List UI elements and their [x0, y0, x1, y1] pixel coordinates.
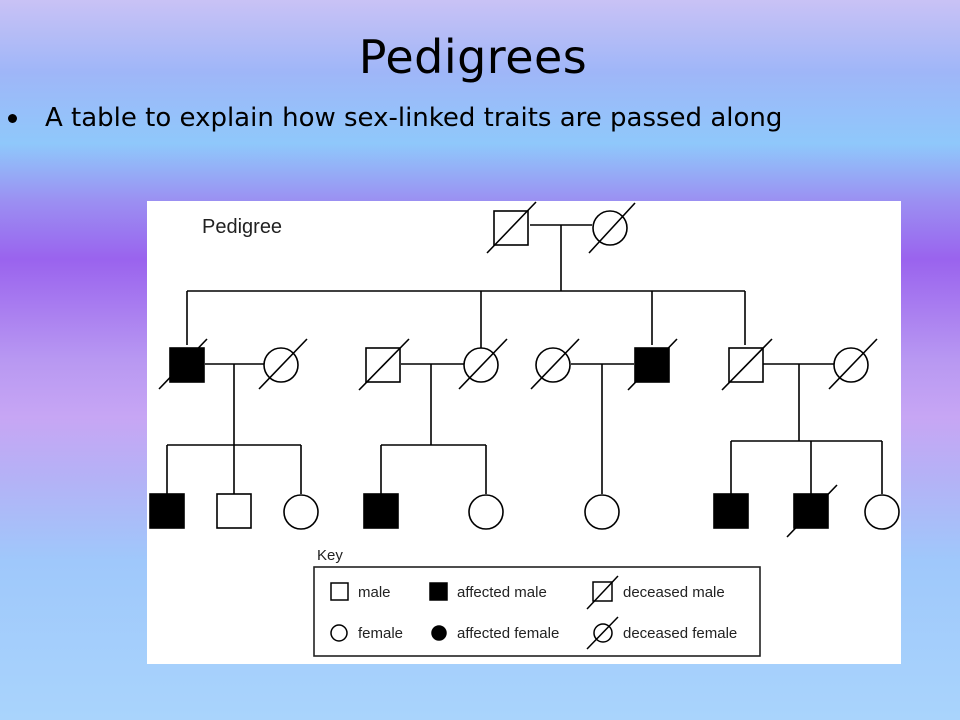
key-deceased-slash [586, 616, 619, 650]
deceased-slash [258, 338, 308, 390]
key-affected-female-label: affected female [457, 625, 559, 642]
female-symbol [283, 494, 319, 530]
key-deceased-slash [586, 575, 619, 610]
bullet-item: A table to explain how sex-linked traits… [8, 98, 782, 138]
deceased-slash [627, 338, 678, 391]
deceased-slash [458, 338, 508, 390]
deceased-slash [158, 338, 208, 390]
male-symbol [216, 493, 252, 529]
connector-lines [166, 224, 883, 494]
key-affected-female-icon [431, 625, 447, 641]
key-title: Key [317, 547, 343, 564]
key-female-label: female [358, 625, 403, 642]
individuals [149, 201, 900, 538]
figure-heading: Pedigree [202, 216, 282, 238]
key-deceased-female-label: deceased female [623, 625, 737, 642]
deceased-slash [486, 201, 537, 254]
bullet-text: A table to explain how sex-linked traits… [45, 103, 783, 133]
affected-male-symbol [713, 493, 749, 529]
affected-male-symbol [149, 493, 185, 529]
key-labels: male affected male deceased male female … [358, 584, 737, 642]
bullet-dot-icon [8, 113, 17, 123]
slide-title: Pedigrees [358, 30, 588, 84]
deceased-slash [358, 338, 410, 391]
deceased-female-symbol [592, 210, 628, 246]
deceased-slash [721, 338, 773, 391]
affected-deceased-male-symbol [169, 347, 205, 383]
deceased-slash [588, 202, 636, 254]
female-symbol [864, 494, 900, 530]
female-symbol [468, 494, 504, 530]
key-box [313, 566, 761, 657]
key-female-icon [330, 624, 348, 642]
key-affected-male-label: affected male [457, 584, 547, 601]
deceased-slash [530, 338, 580, 390]
key-deceased-male-label: deceased male [623, 584, 725, 601]
affected-male-symbol [363, 493, 399, 529]
key-symbols [330, 575, 619, 650]
pedigree-chart: Pedigree [149, 201, 900, 657]
key-male-icon [330, 582, 349, 601]
deceased-slash [786, 484, 838, 538]
pedigree-figure: Pedigree [147, 201, 901, 664]
deceased-slash [828, 338, 878, 390]
key-affected-male-icon [429, 582, 448, 601]
female-symbol [584, 494, 620, 530]
key-male-label: male [358, 584, 391, 601]
